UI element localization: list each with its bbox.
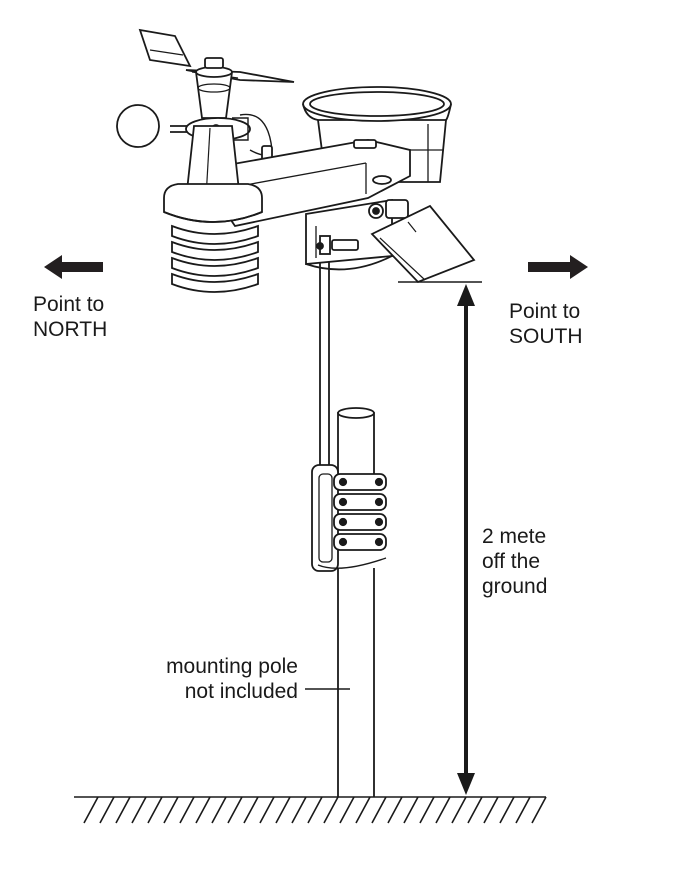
arrow-right-icon <box>528 255 588 279</box>
arrow-left-icon <box>44 255 103 279</box>
height-label-line2: off the <box>482 550 540 573</box>
pole-label-line2: not included <box>184 680 298 703</box>
pole-clamp <box>311 464 387 572</box>
station-stem <box>319 258 330 475</box>
pole-label-line1: mounting pole <box>166 655 298 678</box>
ground <box>74 796 547 824</box>
north-label-line1: Point to <box>33 293 105 316</box>
south-label: Point to SOUTH <box>509 299 583 349</box>
south-label-line2: SOUTH <box>509 325 583 348</box>
height-label-line1: 2 mete <box>482 525 547 548</box>
north-label: Point to NORTH <box>33 292 107 342</box>
south-label-line1: Point to <box>509 300 581 323</box>
solar-panel <box>370 204 476 284</box>
mounting-pole <box>337 407 375 797</box>
radiation-shield <box>163 125 263 293</box>
height-label-line3: ground <box>482 575 548 598</box>
double-arrow-vertical-icon <box>457 284 475 795</box>
north-label-line2: NORTH <box>33 318 108 341</box>
pole-label: mounting pole not included <box>140 654 298 704</box>
height-label: 2 mete off the ground <box>482 524 547 599</box>
mount-body <box>305 198 409 271</box>
